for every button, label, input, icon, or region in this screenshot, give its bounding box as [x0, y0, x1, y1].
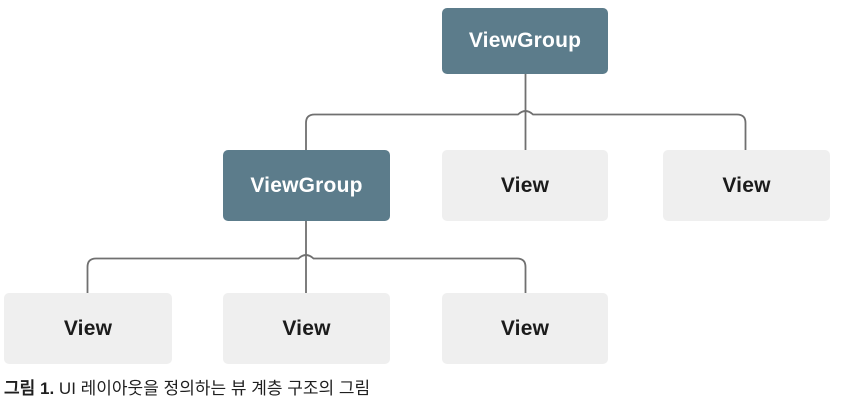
figure-caption: 그림 1. UI 레이아웃을 정의하는 뷰 계층 구조의 그림 — [4, 374, 370, 399]
node-grandchild-view-2: View — [223, 293, 390, 364]
node-child-view-2: View — [663, 150, 830, 221]
node-grandchild-view-3: View — [442, 293, 608, 364]
node-grandchild-view-1: View — [4, 293, 172, 364]
node-root-viewgroup: ViewGroup — [442, 8, 608, 74]
node-child-view-1: View — [442, 150, 608, 221]
node-child-viewgroup: ViewGroup — [223, 150, 390, 221]
figure-caption-text: UI 레이아웃을 정의하는 뷰 계층 구조의 그림 — [54, 379, 371, 398]
figure-caption-number: 그림 1. — [4, 379, 55, 398]
